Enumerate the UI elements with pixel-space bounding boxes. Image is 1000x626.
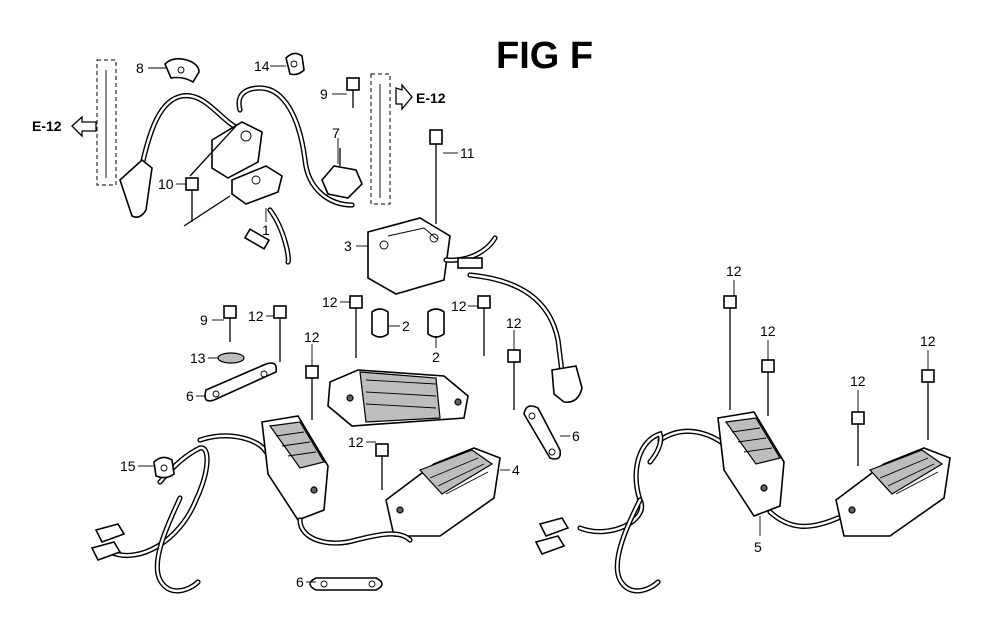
part-12-bolt-b	[477, 295, 491, 356]
part-12-bolt-a	[349, 295, 363, 358]
callout-7: 7	[332, 125, 340, 141]
callout-6: 6	[296, 574, 304, 590]
arrow-left-icon	[71, 115, 97, 138]
callout-12: 12	[451, 298, 467, 314]
e12-reference-right[interactable]: E-12	[395, 83, 446, 111]
callout-12: 12	[248, 308, 264, 324]
callout-12: 12	[920, 333, 936, 349]
part-2-spacer-left	[371, 308, 389, 338]
spark-plug-wire	[119, 85, 355, 218]
callout-12: 12	[304, 329, 320, 345]
part-11-bolt	[429, 129, 443, 224]
part-13-washer	[217, 352, 245, 364]
part-8-clamp	[164, 57, 200, 84]
callout-1: 1	[262, 222, 270, 238]
bolt-box-center	[370, 73, 391, 205]
callout-9: 9	[200, 312, 208, 328]
e12-reference-left[interactable]: E-12	[32, 115, 97, 138]
sensor-lead	[467, 272, 583, 404]
part-1-ignition-coil	[183, 121, 292, 265]
spark-plug-cap	[119, 158, 153, 218]
part-12-bolt-i	[851, 411, 865, 466]
callout-12: 12	[506, 315, 522, 331]
bolt-box-left	[96, 59, 117, 186]
callout-12: 12	[348, 434, 364, 450]
part-15-clamp	[153, 456, 175, 479]
generator-coil-assembly-left	[90, 369, 501, 594]
part-3-control-unit	[367, 217, 498, 295]
callout-6: 6	[572, 428, 580, 444]
callout-12: 12	[726, 263, 742, 279]
callout-2: 2	[402, 318, 410, 334]
part-7-terminal	[321, 148, 363, 199]
callout-2: 2	[432, 349, 440, 365]
callout-8: 8	[136, 60, 144, 76]
callout-11: 11	[460, 145, 475, 161]
callout-13: 13	[190, 350, 206, 366]
part-12-bolt-j	[921, 369, 935, 440]
e12-reference-left-label: E-12	[32, 118, 62, 134]
part-6-plate-upper	[204, 362, 278, 402]
part-12-bolt-h	[761, 359, 775, 416]
leader-lines	[138, 65, 929, 583]
part-12-bolt-e	[507, 349, 521, 410]
part-12-bolt-d	[305, 365, 319, 420]
callout-6: 6	[186, 388, 194, 404]
callout-12: 12	[760, 323, 776, 339]
part-12-bolt-g	[723, 295, 737, 410]
part-12-bolt-f	[375, 443, 389, 490]
part-6-plate-right	[523, 405, 562, 460]
part-12-bolt-c	[273, 305, 287, 362]
figure-title: FIG F	[496, 35, 593, 77]
part-2-spacer-right	[427, 308, 445, 338]
callout-12: 12	[850, 373, 866, 389]
part-9-bolt-lower	[223, 305, 237, 342]
part-5-coil-assembly-right	[534, 411, 951, 594]
callout-5: 5	[754, 539, 762, 555]
e12-reference-right-label: E-12	[416, 90, 446, 106]
callout-4: 4	[512, 462, 520, 478]
callout-15: 15	[120, 458, 136, 474]
part-9-bolt-top	[346, 77, 360, 108]
part-10-bolt	[185, 177, 199, 222]
callout-numbers: 8 14 9 7 11 10 1 3 12 2 12 2 9 12 13 12 …	[120, 58, 936, 590]
part-6-plate-lower	[309, 577, 383, 591]
callout-12: 12	[322, 294, 338, 310]
part-14-clamp	[285, 52, 305, 76]
arrow-right-icon	[395, 83, 413, 111]
callout-10: 10	[158, 176, 174, 192]
callout-9: 9	[320, 86, 328, 102]
callout-3: 3	[344, 238, 352, 254]
callout-14: 14	[254, 58, 270, 74]
